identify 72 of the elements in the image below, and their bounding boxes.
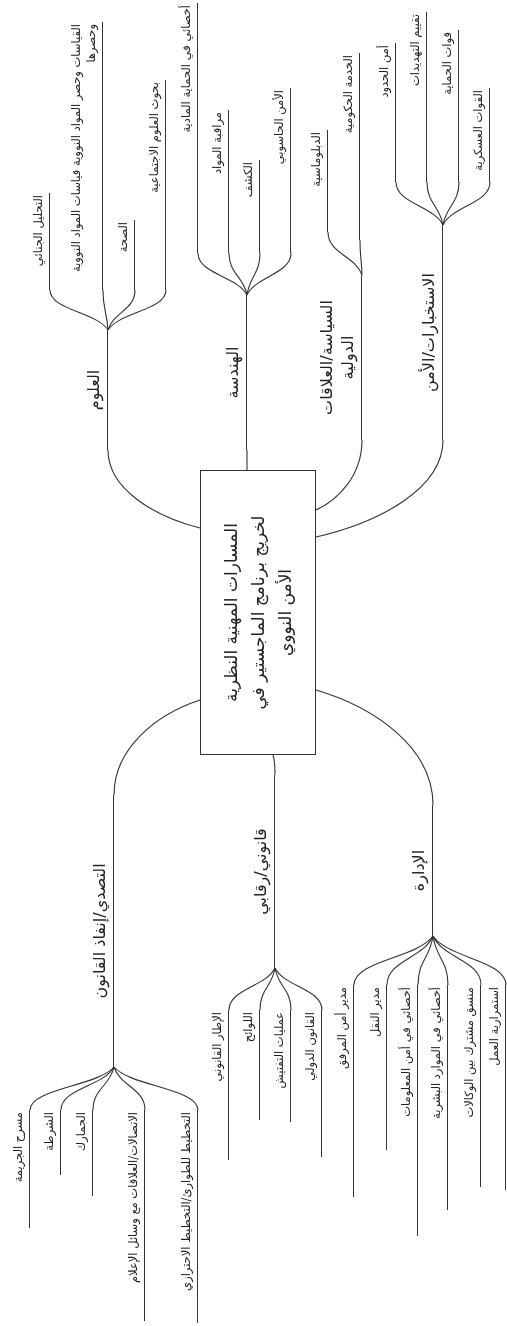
connector-line <box>228 252 248 296</box>
career-label: الشرطة <box>42 1110 61 1175</box>
connector-line <box>274 967 292 1011</box>
career-label: أخصائي في الموارد البشرية <box>429 985 448 1210</box>
connector-line <box>246 252 292 296</box>
connector-line <box>107 289 167 331</box>
connector-line <box>353 935 434 986</box>
branch-heading: قانوني/رقابي <box>247 775 275 968</box>
career-label: القوات العسكرية <box>471 88 490 182</box>
connector-line <box>60 1066 115 1111</box>
career-label: مدير أمن المرفق <box>335 985 354 1197</box>
career-label: مراقبة المواد <box>210 110 229 253</box>
connector-line <box>442 181 460 226</box>
connector-line <box>272 754 276 776</box>
career-label: أمن الحدود <box>377 43 396 182</box>
topic-box: المسارات المهنية النظرية لخريج برنامج الماجستير في الأمن النووي <box>200 470 316 755</box>
career-label: القياسات وحصر المواد النووية قياسات المواد النووية وحصرها <box>69 22 103 290</box>
connector-line <box>395 181 444 226</box>
connector-line <box>386 935 434 986</box>
connector-line <box>107 449 201 529</box>
career-label: عمليات التفتيش <box>272 1010 291 1122</box>
career-label: أخصائي في الحماية المادية <box>179 3 198 253</box>
branch-heading: السياسة/العلاقات الدولية <box>312 275 362 440</box>
connector-line <box>49 289 109 331</box>
connector-line <box>359 239 363 276</box>
career-label: قوات الحماية <box>440 30 459 182</box>
connector-line <box>315 439 363 511</box>
career-label: التخطيط للطوارئ/التخطيط الاحترازي <box>179 1110 198 1323</box>
connector-line <box>113 1066 199 1111</box>
connector-line <box>29 1066 115 1111</box>
connector-line <box>417 935 434 986</box>
connector-line <box>92 1066 115 1111</box>
branch-heading: الإدارة <box>405 805 433 936</box>
branch-heading: العلوم <box>80 330 108 450</box>
connector-line <box>246 449 248 471</box>
career-label: مسرح الجريمة <box>11 1110 30 1228</box>
career-label: الكشف <box>241 160 260 253</box>
career-label: تقييم التهديدات <box>408 12 427 182</box>
connector-line <box>327 231 363 276</box>
career-label: منسق مشترك بين الوكالات <box>462 985 481 1187</box>
connector-line <box>113 1066 146 1111</box>
career-label: الجمارك <box>74 1110 93 1196</box>
connector-line <box>426 181 444 226</box>
career-label: الخدمة الحكومية <box>341 53 360 240</box>
connector-line <box>432 935 449 986</box>
branch-heading: الهندسة <box>219 295 247 450</box>
branch-heading: التصدي/إنفاذ القانون <box>86 795 114 1067</box>
career-label: الاتصالات/العلاقات مع وسائل الإعلام <box>126 1110 145 1321</box>
career-label: الصحة <box>116 220 135 290</box>
connector-line <box>259 967 276 1011</box>
career-label: الأمن الحاسوبي <box>272 88 291 253</box>
connector-line <box>197 252 248 296</box>
career-label: التحليل الجنائي <box>31 193 50 290</box>
career-label: الدبلوماسية <box>309 130 328 232</box>
career-label: الإطار القانوني <box>210 1010 229 1160</box>
career-label: القانون الدولي <box>303 1010 322 1157</box>
career-label: أخصائي في أمن المعلومات <box>399 985 418 1236</box>
connector-line <box>102 289 109 331</box>
connector-line <box>274 967 323 1011</box>
connector-line <box>246 252 261 296</box>
connector-line <box>228 967 276 1011</box>
career-label: اللوائح <box>241 1010 260 1120</box>
connector-line <box>442 181 491 226</box>
connector-line <box>432 935 507 986</box>
connector-line <box>113 699 201 796</box>
connector-line <box>315 689 434 806</box>
career-label: بحوث العلوم الاجتماعية <box>147 80 166 290</box>
connector-line <box>107 289 136 331</box>
career-label: مدير النقل <box>368 985 387 1150</box>
branch-heading: الاستخبارات/الأمن <box>415 225 443 440</box>
career-label: استمرارية العمل <box>487 985 506 1190</box>
connector-line <box>315 439 444 538</box>
